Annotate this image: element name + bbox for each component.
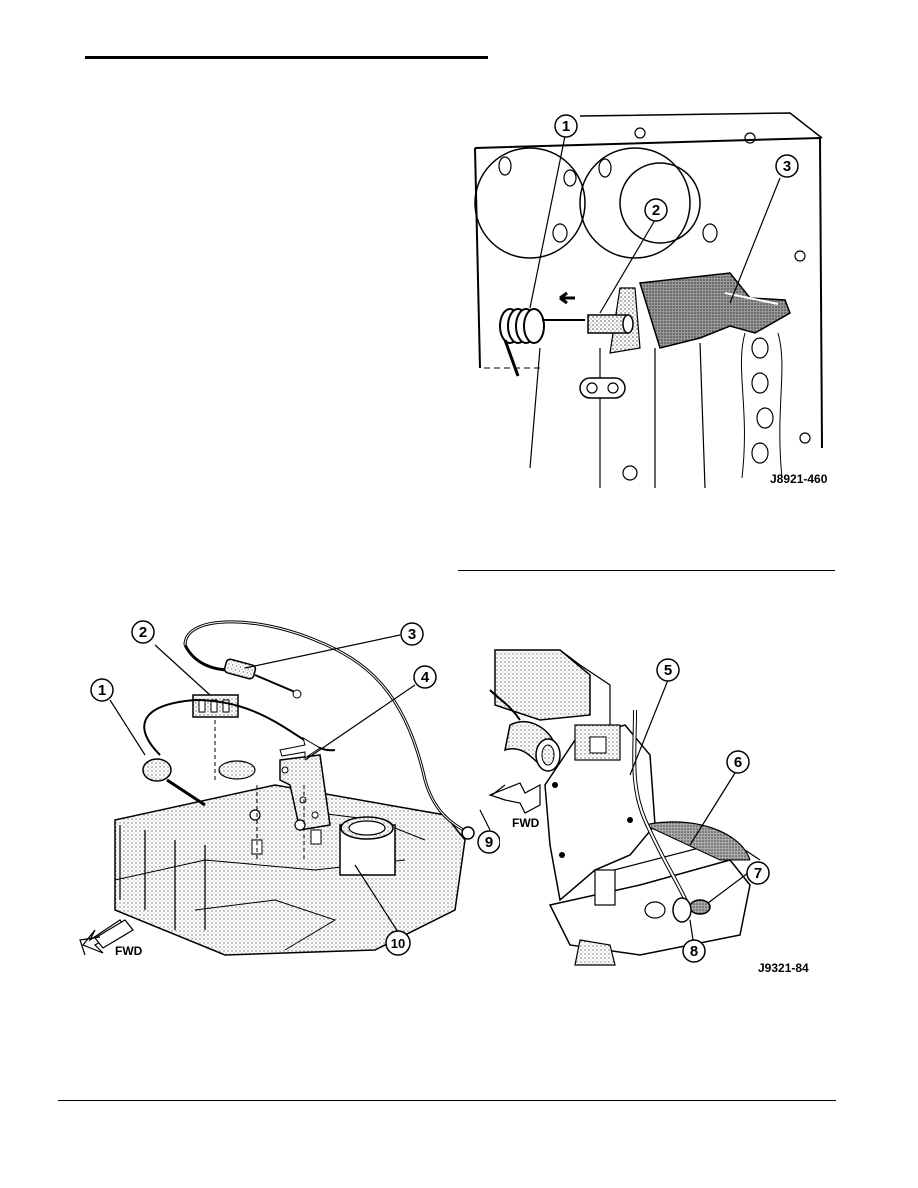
left-callout-1-label: 1 [98,682,106,699]
top-callout-2-label: 2 [652,202,660,219]
fwd-label-left: FWD [115,944,143,958]
throttle-body [340,817,395,875]
right-callout-6-label: 6 [734,754,742,771]
top-callout-1: 1 [555,115,577,137]
bottom-left-figure-drawing: FWD 1 2 3 4 9 10 [75,610,500,990]
left-callout-10-label: 10 [391,936,405,951]
bottom-right-figure-id: J9321-84 [758,961,809,975]
top-figure-id: J8921-460 [770,472,828,486]
left-callout-4-label: 4 [421,669,430,686]
figure-separator-rule [458,570,835,571]
right-callout-6: 6 [727,751,749,773]
bottom-left-figure-cable-bracket: FWD 1 2 3 4 9 10 [75,610,500,990]
header-rule [85,56,488,59]
left-callout-3-label: 3 [408,626,416,643]
fwd-arrow-right [490,783,540,813]
bottom-right-figure-transmission-line: FWD 5 6 7 8 J9321-84 [480,645,820,990]
top-callout-1-label: 1 [562,118,570,135]
right-callout-8-label: 8 [690,943,698,960]
bottom-right-figure-drawing: FWD 5 6 7 8 J9321-84 [480,645,820,990]
fwd-label-right: FWD [512,816,540,830]
spring-coil [500,309,585,376]
top-callout-2: 2 [645,199,667,221]
left-callout-4: 4 [414,666,436,688]
top-figure-engine-block-spring: 1 2 3 J8921-460 [460,108,840,498]
right-callout-7: 7 [747,862,769,884]
left-callout-10: 10 [386,931,410,955]
top-callout-3-label: 3 [783,158,791,175]
top-callout-3: 3 [776,155,798,177]
left-callout-1: 1 [91,679,113,701]
left-callout-2: 2 [132,621,154,643]
right-callout-7-label: 7 [754,865,762,882]
footer-rule [58,1100,836,1101]
left-callout-2-label: 2 [139,624,147,641]
top-figure-drawing: 1 2 3 J8921-460 [460,108,840,498]
right-callout-5-label: 5 [664,662,672,679]
left-callout-3: 3 [401,623,423,645]
right-callout-8: 8 [683,940,705,962]
right-callout-5: 5 [657,659,679,681]
